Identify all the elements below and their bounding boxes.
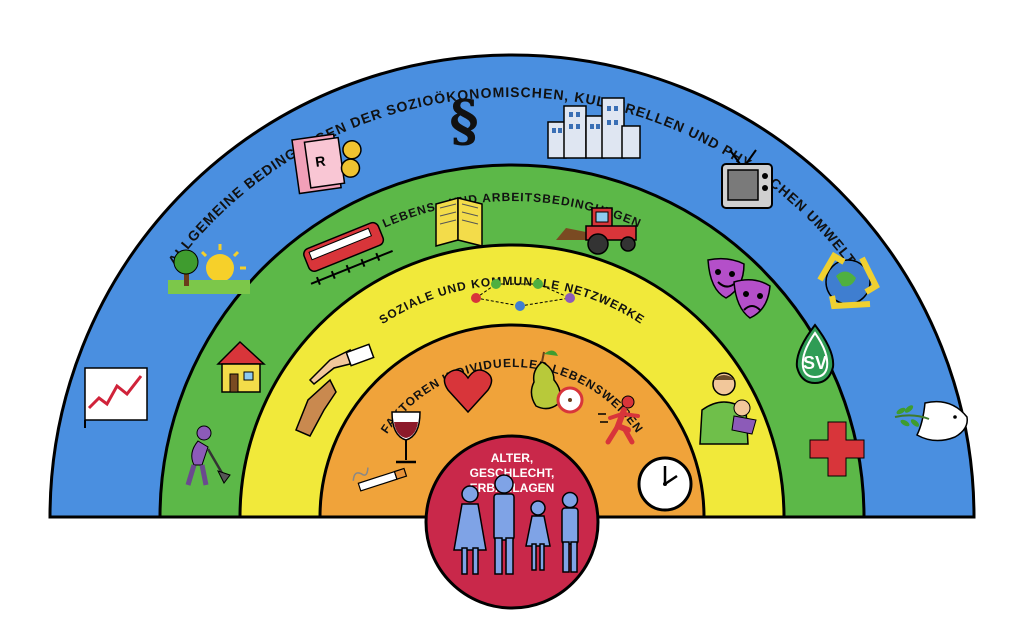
worker-icon (185, 425, 231, 486)
paragraph-icon: § (449, 88, 478, 154)
handshake-icon (295, 343, 375, 437)
train-icon (303, 221, 393, 285)
tractor-icon (556, 207, 637, 255)
core-label-line-1: ALTER, (491, 451, 533, 465)
recycling-icon (817, 251, 880, 310)
network-icon (471, 279, 575, 311)
individual-lifestyle-band (318, 323, 706, 519)
runner-icon (598, 395, 640, 445)
red-cross-icon (809, 421, 865, 477)
core-circle: ALTER, GESCHLECHT, ERBANLAGEN (424, 434, 600, 610)
clock-icon (637, 456, 693, 512)
family-icon (453, 474, 579, 575)
trend-chart-icon (84, 367, 148, 428)
heart-icon (443, 369, 493, 414)
landscape-icon (168, 244, 250, 294)
svg-text:SV: SV (803, 353, 827, 373)
svg-text:§: § (449, 88, 478, 154)
water-drop-icon: SV (795, 323, 835, 385)
house-icon (216, 340, 266, 393)
cigarette-icon (352, 467, 408, 492)
wine-glass-icon (391, 411, 421, 464)
television-icon (721, 149, 773, 209)
city-icon (547, 97, 641, 159)
fruit-icon (530, 350, 584, 414)
book-icon (435, 197, 483, 247)
family-care-icon (699, 372, 757, 445)
core-label-line-2: GESCHLECHT, (470, 466, 555, 480)
theater-masks-icon (707, 257, 771, 319)
money-icon: R (291, 133, 362, 195)
dove-icon (894, 400, 968, 442)
svg-text:R: R (314, 153, 326, 170)
